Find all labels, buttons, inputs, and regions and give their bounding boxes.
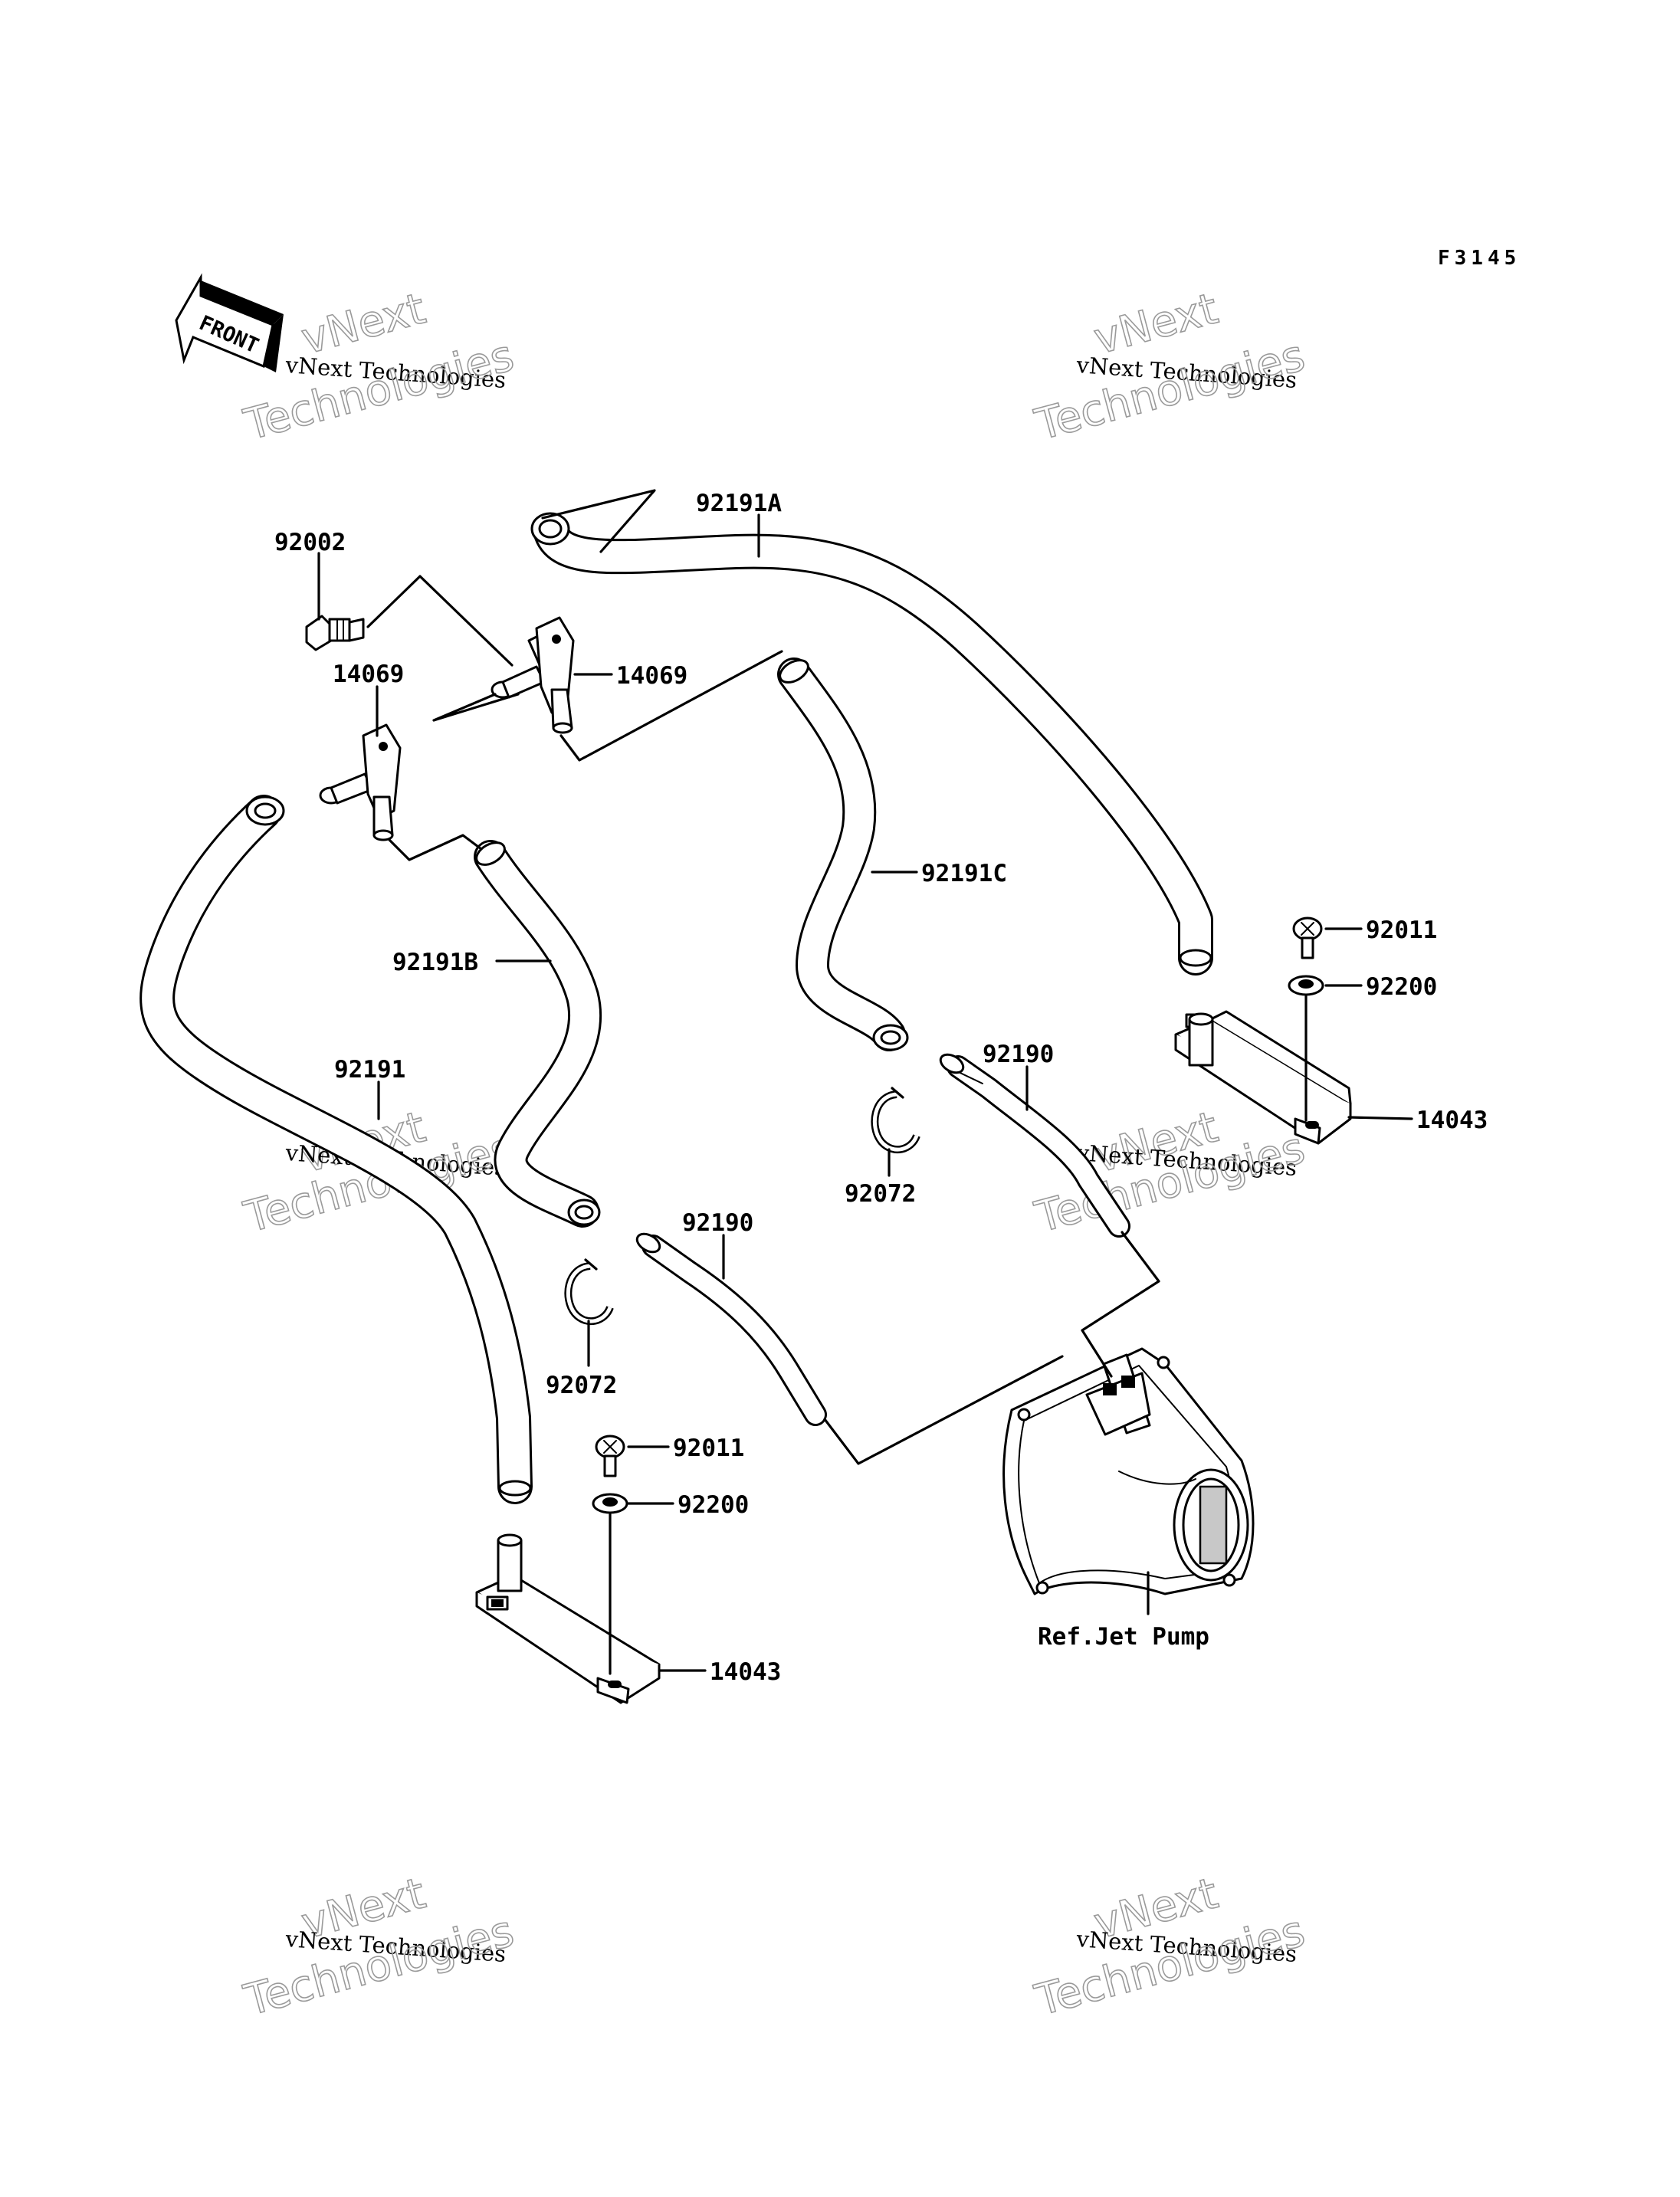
label-92072-left: 92072 xyxy=(546,1372,617,1399)
label-14043-right: 14043 xyxy=(1416,1107,1488,1134)
label-92011-left: 92011 xyxy=(673,1435,744,1462)
clamp-92072-left-icon xyxy=(564,1258,614,1325)
svg-text:vNext: vNext xyxy=(297,284,431,364)
jet-pump-icon xyxy=(1002,1347,1255,1595)
watermark-bottom-left: vNext vNext Technologies Technologies xyxy=(238,1868,520,2027)
washer-92200-right-icon xyxy=(1288,975,1324,996)
hose-92191B xyxy=(474,840,602,1228)
bracket-14043-left-icon xyxy=(475,1533,661,1704)
label-92200-left: 92200 xyxy=(678,1491,749,1519)
bolt-92002-icon xyxy=(305,615,365,651)
tube-92190-right xyxy=(939,1053,1130,1238)
hose-92191A xyxy=(530,512,1213,976)
watermark-top-left: vNext vNext Technologies Technologies xyxy=(238,284,520,451)
hose-92191C xyxy=(777,657,909,1051)
fitting-14069-left-icon xyxy=(319,723,402,841)
label-14069-upper: 14069 xyxy=(616,662,687,690)
label-92011-right: 92011 xyxy=(1366,917,1437,944)
screw-92011-right-icon xyxy=(1292,917,1323,959)
leader-lines xyxy=(317,489,1413,1675)
label-92072-right: 92072 xyxy=(845,1180,916,1208)
label-92190-right: 92190 xyxy=(983,1041,1054,1068)
label-92002: 92002 xyxy=(274,529,346,556)
label-92191A: 92191A xyxy=(696,490,782,517)
screw-92011-left-icon xyxy=(595,1435,625,1477)
fitting-14069-upper-icon xyxy=(491,616,575,734)
figure-code: F3145 xyxy=(1438,247,1521,270)
svg-text:vNext: vNext xyxy=(1089,284,1223,364)
watermark-top-right: vNext vNext Technologies Technologies xyxy=(1029,284,1311,451)
label-92191B: 92191B xyxy=(392,949,478,976)
label-92200-right: 92200 xyxy=(1366,973,1437,1001)
label-92191C: 92191C xyxy=(921,860,1007,887)
label-ref-jet-pump: Ref.Jet Pump xyxy=(1038,1623,1209,1651)
washer-92200-left-icon xyxy=(592,1493,628,1514)
watermark-bottom-right: vNext vNext Technologies Technologies xyxy=(1029,1868,1311,2027)
label-92191: 92191 xyxy=(334,1056,405,1084)
clamp-92072-right-icon xyxy=(871,1087,920,1153)
label-14069-left: 14069 xyxy=(333,661,404,688)
front-arrow-icon: FRONT xyxy=(175,273,284,372)
hose-92191 xyxy=(139,795,533,1504)
label-92190-left: 92190 xyxy=(682,1209,753,1237)
tube-92190-left xyxy=(635,1232,827,1426)
label-14043-left: 14043 xyxy=(710,1658,781,1686)
